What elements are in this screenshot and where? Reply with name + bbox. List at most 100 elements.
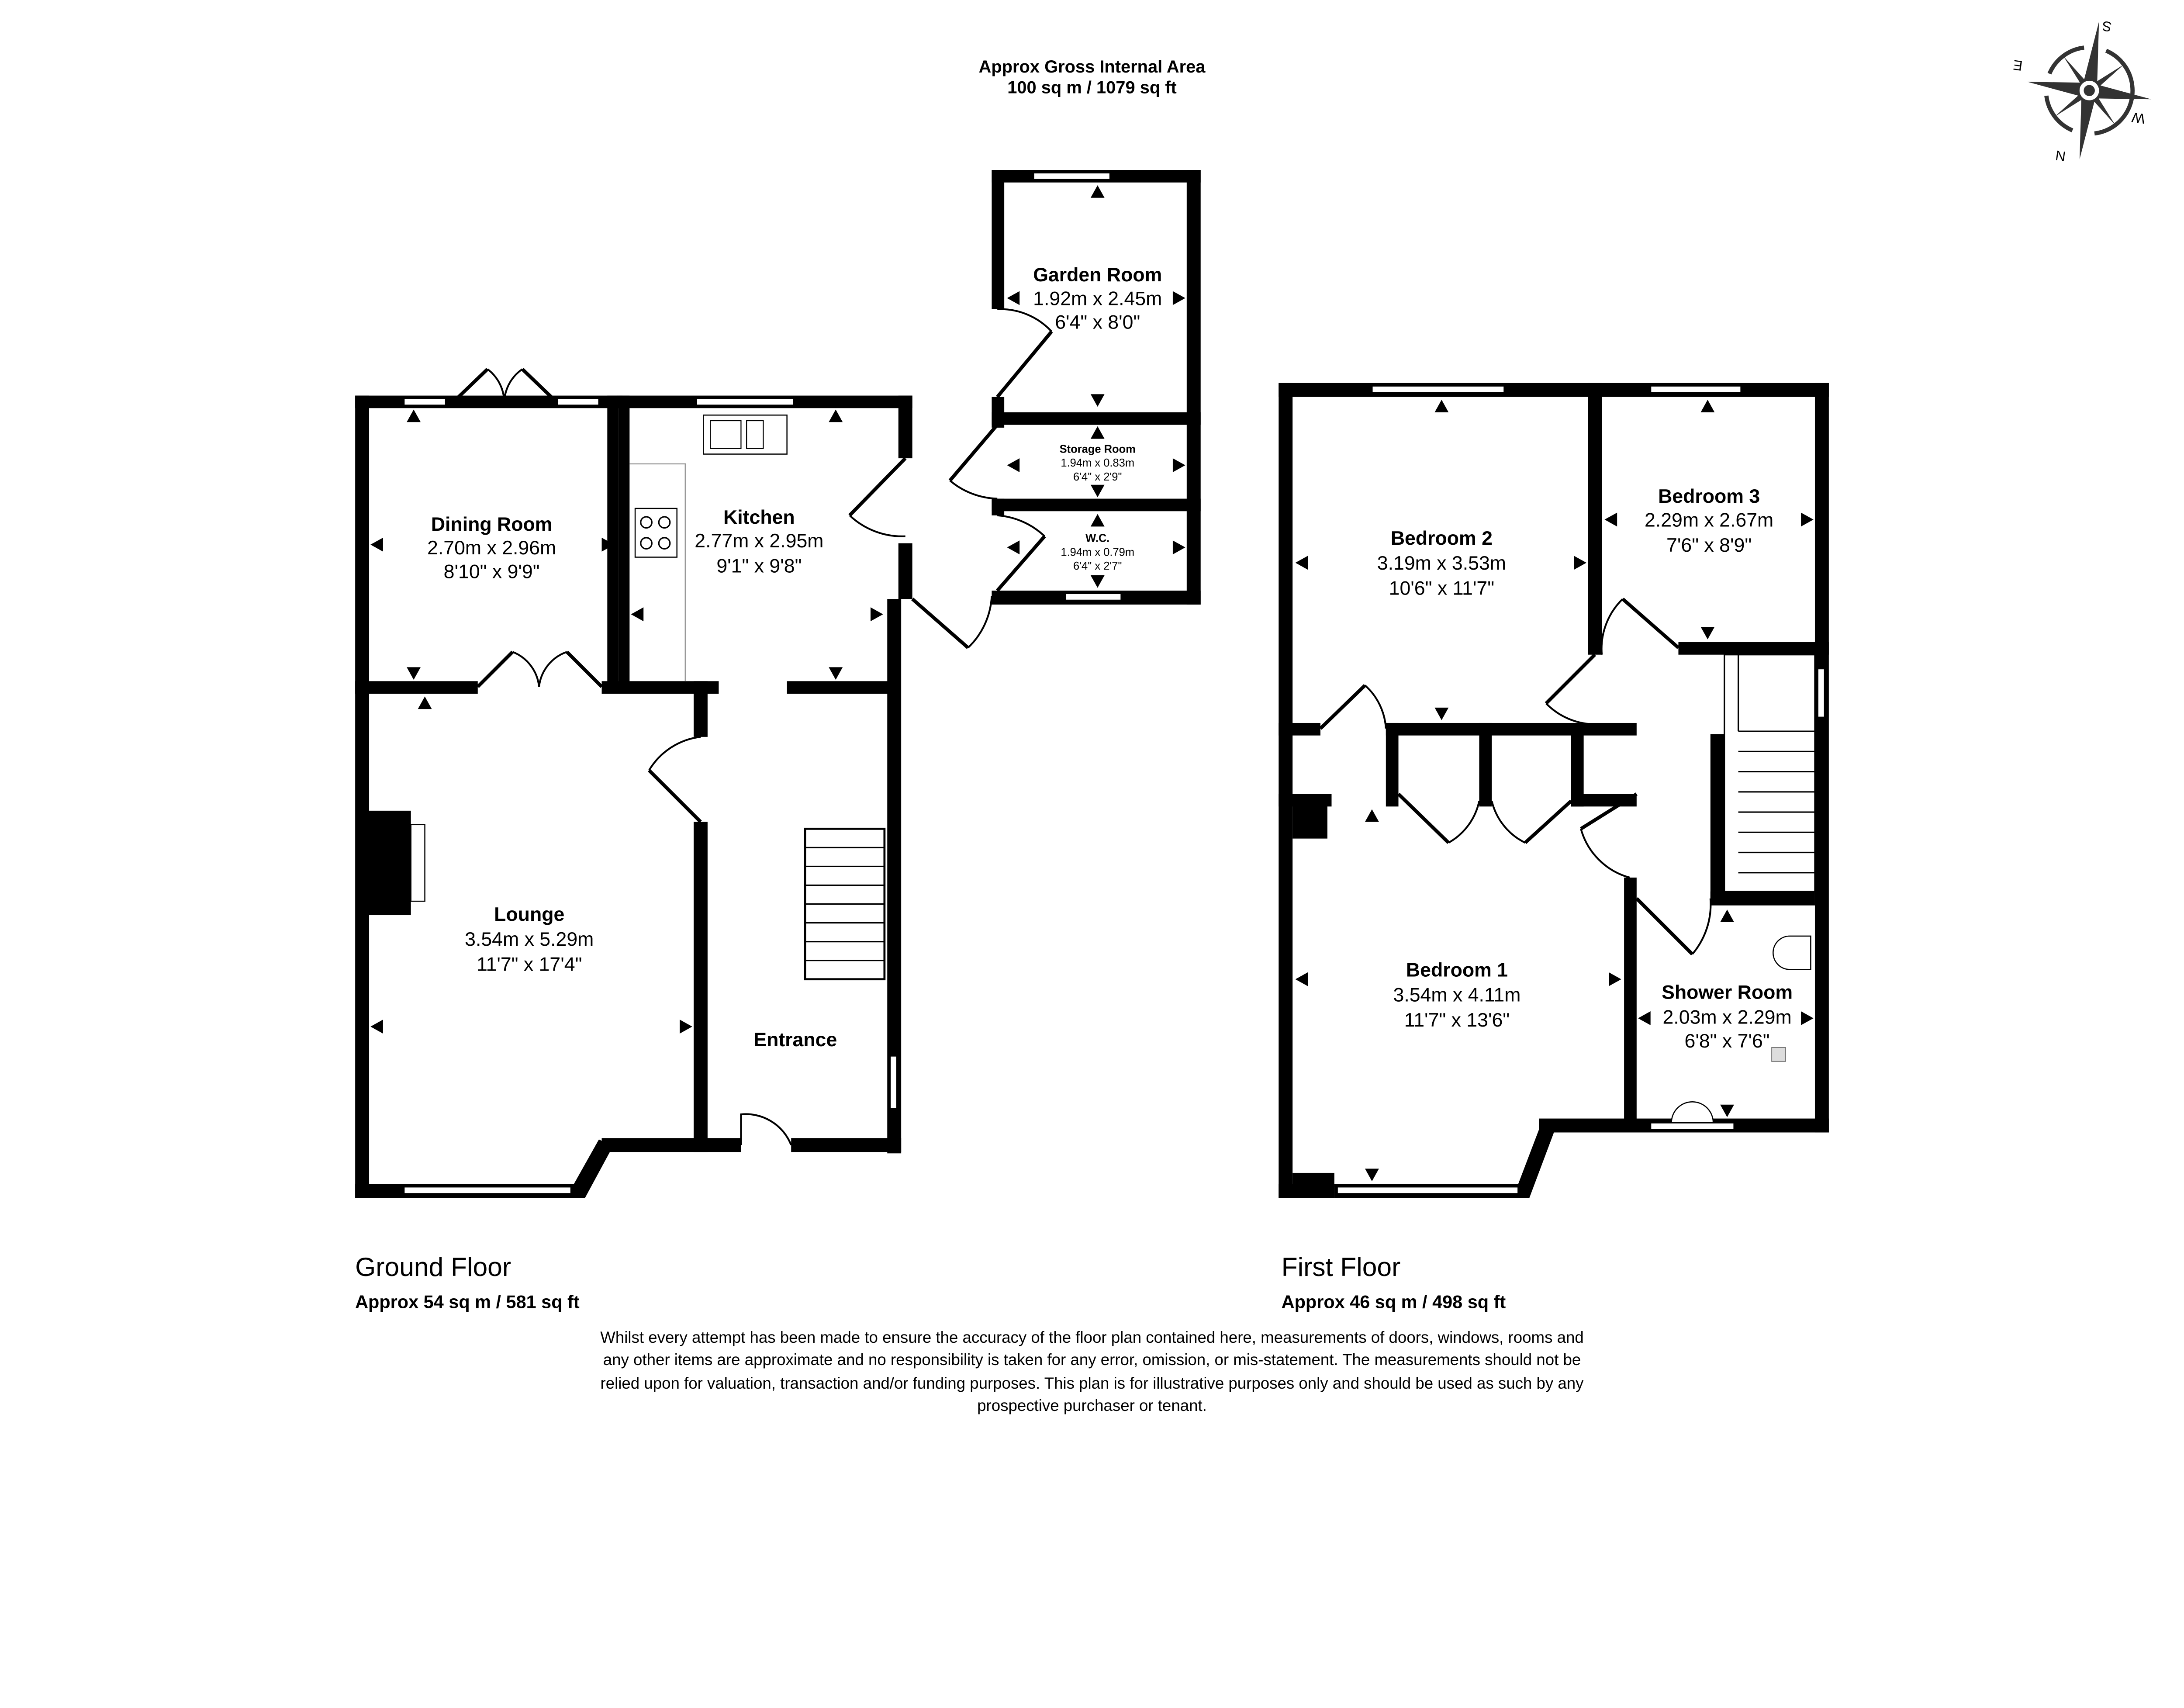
room-name: Lounge	[494, 904, 564, 925]
dimension-arrow-icon	[1172, 291, 1185, 305]
room-label-wc: W.C. 1.94m x 0.79m 6'4" x 2'7"	[1061, 532, 1134, 572]
dimension-arrow-icon	[1604, 512, 1617, 527]
kitchen-fittings	[629, 414, 788, 681]
room-label-kitchen: Kitchen 2.77m x 2.95m 9'1" x 9'8"	[695, 507, 823, 577]
room-name: Storage Room	[1060, 443, 1136, 455]
room-metric: 1.94m x 0.83m	[1061, 457, 1134, 469]
ground-floor-area: Approx 54 sq m / 581 sq ft	[355, 1291, 580, 1312]
first-floor-doors	[1319, 598, 1712, 956]
sink-icon	[703, 414, 788, 455]
room-metric: 3.19m x 3.53m	[1377, 553, 1506, 574]
hob-icon	[634, 508, 678, 558]
dimension-arrow-icon	[407, 667, 421, 680]
first-floor-title: First Floor	[1282, 1252, 1401, 1282]
room-imperial: 11'7" x 17'4"	[477, 954, 582, 975]
room-label-entrance: Entrance	[753, 1029, 837, 1051]
dimension-arrow-icon	[1090, 575, 1105, 588]
room-imperial: 11'7" x 13'6"	[1404, 1010, 1510, 1031]
dimension-arrow-icon	[1365, 1169, 1379, 1182]
gross-area-label: Approx Gross Internal Area	[979, 57, 1206, 76]
dimension-arrow-icon	[1574, 556, 1587, 570]
room-imperial: 6'4" x 2'9"	[1073, 471, 1122, 483]
gross-area-value: 100 sq m / 1079 sq ft	[1007, 78, 1177, 97]
room-imperial: 7'6" x 8'9"	[1666, 535, 1752, 556]
room-label-bedroom-2: Bedroom 2 3.19m x 3.53m 10'6" x 11'7"	[1377, 528, 1506, 599]
compass-rose-icon	[2027, 21, 2152, 160]
room-metric: 1.94m x 0.79m	[1061, 546, 1134, 558]
ground-floor-windows	[403, 172, 1122, 1195]
dimension-arrow-icon	[1801, 1011, 1814, 1025]
dimension-arrow-icon	[1007, 291, 1020, 305]
dimension-arrow-icon	[1090, 394, 1105, 407]
shower-room-fittings	[1671, 935, 1811, 1124]
dimension-arrow-icon	[829, 409, 843, 422]
room-metric: 3.54m x 5.29m	[465, 929, 594, 950]
room-imperial: 9'1" x 9'8"	[716, 556, 802, 577]
room-imperial: 6'8" x 7'6"	[1685, 1030, 1770, 1052]
room-name: Bedroom 2	[1391, 528, 1493, 549]
compass-e: E	[2012, 57, 2023, 74]
room-label-garden-room: Garden Room 1.92m x 2.45m 6'4" x 8'0"	[1033, 264, 1162, 333]
dimension-arrow-icon	[1609, 972, 1621, 986]
disclaimer-line: any other items are approximate and no r…	[603, 1351, 1581, 1369]
compass-w: W	[2131, 109, 2146, 127]
dimension-arrow-icon	[1090, 426, 1105, 439]
room-imperial: 6'4" x 2'7"	[1073, 560, 1122, 572]
room-imperial: 6'4" x 8'0"	[1055, 312, 1140, 333]
dimension-arrow-icon	[1801, 512, 1814, 527]
dimension-arrow-icon	[631, 607, 644, 622]
dimension-arrow-icon	[1700, 400, 1715, 412]
room-name: Dining Room	[431, 514, 553, 535]
room-metric: 2.03m x 2.29m	[1662, 1007, 1791, 1028]
room-label-bedroom-3: Bedroom 3 2.29m x 2.67m 7'6" x 8'9"	[1645, 486, 1773, 556]
room-metric: 2.70m x 2.96m	[427, 537, 556, 559]
first-floor-area: Approx 46 sq m / 498 sq ft	[1282, 1291, 1506, 1312]
dimension-arrow-icon	[1090, 185, 1105, 198]
dimension-arrow-icon	[1007, 458, 1020, 472]
disclaimer-line: prospective purchaser or tenant.	[977, 1397, 1207, 1414]
ground-floor-doors	[451, 308, 1053, 1145]
room-metric: 1.92m x 2.45m	[1033, 288, 1162, 309]
toilet-icon	[1773, 935, 1811, 970]
dimension-arrow-icon	[870, 607, 883, 622]
dimension-arrow-icon	[1172, 458, 1185, 472]
room-imperial: 10'6" x 11'7"	[1389, 578, 1494, 599]
room-label-storage-room: Storage Room 1.94m x 0.83m 6'4" x 2'9"	[1060, 443, 1136, 483]
dimension-arrow-icon	[418, 696, 432, 709]
room-name: Garden Room	[1033, 264, 1162, 286]
dimension-arrows	[370, 185, 1814, 1182]
disclaimer-line: relied upon for valuation, transaction a…	[601, 1374, 1584, 1392]
dimension-arrow-icon	[407, 409, 421, 422]
room-name: Entrance	[753, 1029, 837, 1051]
dimension-arrow-icon	[1720, 909, 1735, 922]
disclaimer-line: Whilst every attempt has been made to en…	[600, 1328, 1583, 1346]
basin-icon	[1671, 1101, 1714, 1124]
dimension-arrow-icon	[1172, 540, 1185, 555]
dimension-arrow-icon	[1090, 514, 1105, 527]
dimension-arrow-icon	[1007, 540, 1020, 555]
ground-floor-title: Ground Floor	[355, 1252, 511, 1282]
dimension-arrow-icon	[1638, 1011, 1651, 1025]
shower-icon	[1771, 1047, 1786, 1062]
room-metric: 2.77m x 2.95m	[695, 530, 823, 552]
dimension-arrow-icon	[680, 1020, 692, 1034]
first-floor-windows	[1336, 385, 1825, 1195]
room-metric: 2.29m x 2.67m	[1645, 509, 1773, 531]
ground-stairs	[804, 827, 886, 981]
room-label-dining-room: Dining Room 2.70m x 2.96m 8'10" x 9'9"	[427, 514, 556, 582]
first-stairs	[1724, 654, 1816, 892]
room-label-lounge: Lounge 3.54m x 5.29m 11'7" x 17'4"	[465, 904, 594, 975]
dimension-arrow-icon	[370, 537, 383, 552]
compass-n: N	[2054, 148, 2067, 165]
dimension-arrow-icon	[1365, 809, 1379, 822]
dimension-arrow-icon	[1434, 400, 1449, 412]
room-name: Kitchen	[723, 507, 795, 528]
room-name: Shower Room	[1662, 982, 1793, 1003]
disclaimer: Whilst every attempt has been made to en…	[600, 1328, 1584, 1414]
dimension-arrow-icon	[370, 1020, 383, 1034]
room-name: W.C.	[1085, 532, 1109, 544]
dimension-arrow-icon	[1295, 972, 1308, 986]
dimension-arrow-icon	[1700, 626, 1715, 640]
dimension-arrow-icon	[601, 537, 615, 552]
room-label-shower-room: Shower Room 2.03m x 2.29m 6'8" x 7'6"	[1662, 982, 1793, 1052]
